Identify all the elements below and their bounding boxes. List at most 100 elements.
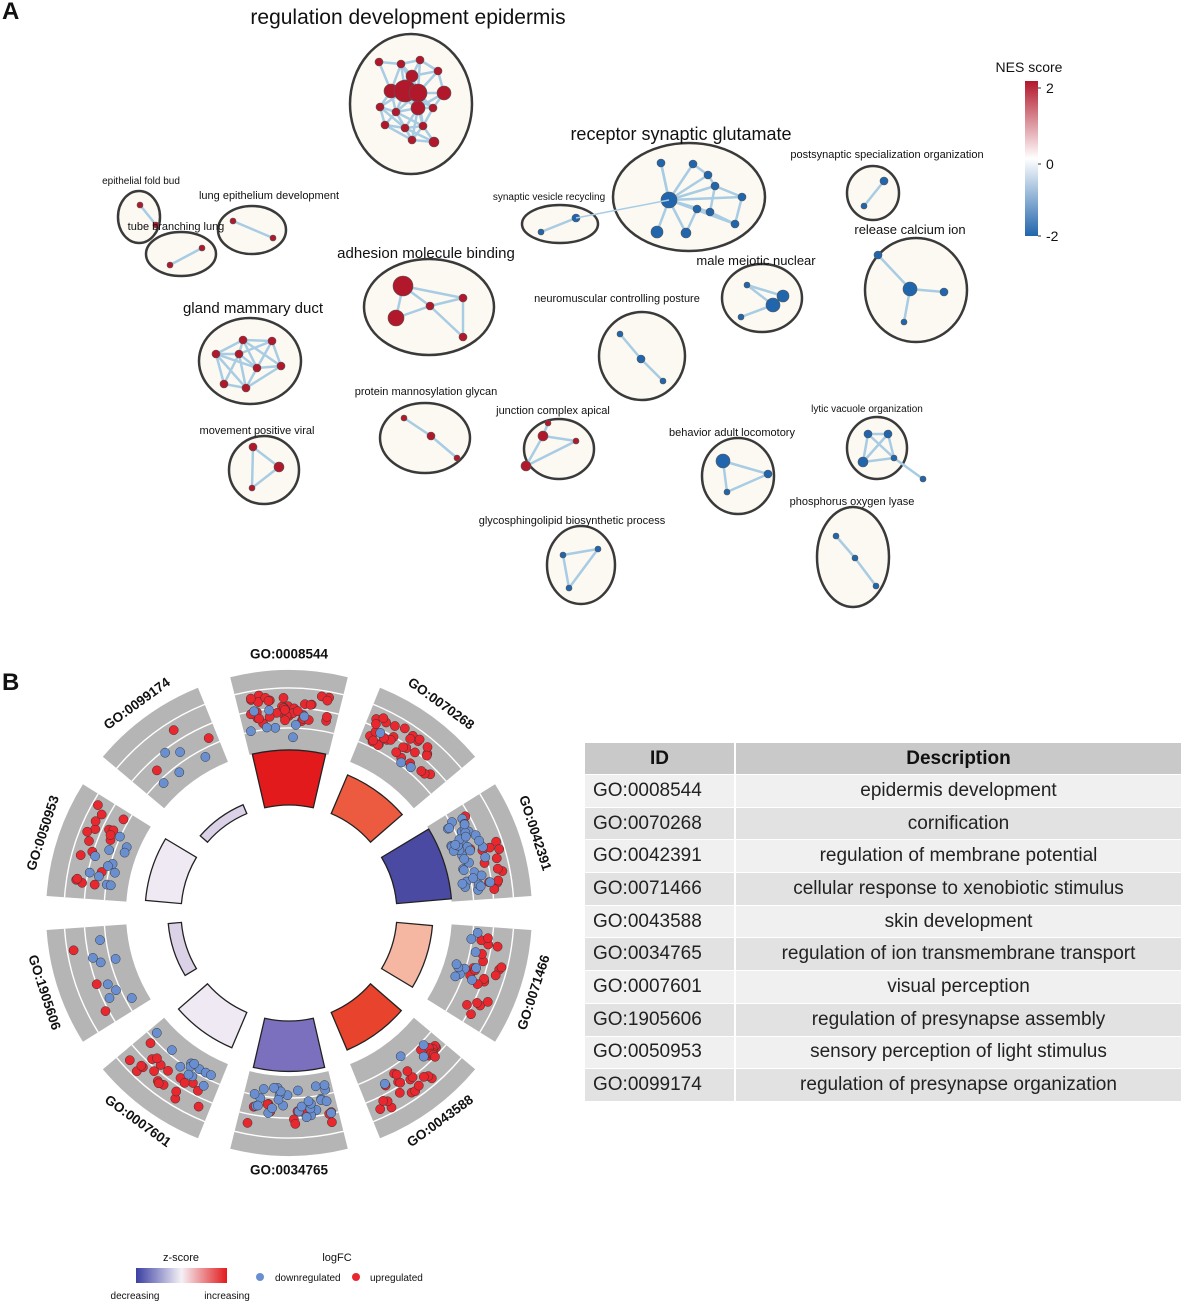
- downregulated-gene-dot: [474, 835, 484, 846]
- network-edge: [139, 204, 157, 226]
- network-edge: [640, 358, 664, 382]
- goplot-segment: GO:0034765: [230, 1017, 348, 1178]
- goplot-segment: GO:0008544: [230, 647, 348, 809]
- downregulated-gene-dot: [273, 1094, 284, 1105]
- scatter-gridline: [146, 740, 220, 795]
- downregulated-gene-dot: [167, 1045, 177, 1055]
- downregulated-gene-dot: [460, 831, 471, 842]
- nes-colorbar: [1025, 81, 1038, 236]
- network-node: [408, 83, 428, 103]
- downregulated-gene-dot: [198, 1080, 209, 1091]
- id-column-header: ID: [585, 743, 736, 775]
- upregulated-gene-dot: [263, 696, 274, 706]
- scatter-gridline: [358, 1031, 432, 1086]
- network-node: [656, 158, 666, 168]
- upregulated-gene-dot: [418, 1072, 429, 1082]
- network-edge: [540, 216, 577, 234]
- network-node: [415, 55, 425, 65]
- upregulated-gene-dot: [375, 1104, 386, 1114]
- upregulated-gene-dot: [398, 742, 409, 753]
- network-node: [832, 532, 840, 540]
- network-edge: [430, 435, 458, 459]
- upregulated-gene-dot: [242, 1118, 253, 1128]
- cluster-label: behavior adult locomotory: [669, 427, 795, 439]
- go-id-cell: GO:1905606: [585, 1002, 736, 1036]
- go-id-cell: GO:0099174: [585, 1068, 736, 1101]
- network-edge: [854, 557, 877, 587]
- scatter-gridline: [63, 793, 99, 898]
- cluster-label: junction complex apical: [495, 405, 610, 417]
- downregulated-gene-dot: [293, 1085, 303, 1096]
- network-node: [400, 414, 408, 422]
- upregulated-gene-dot: [368, 735, 379, 746]
- network-edge: [232, 219, 274, 240]
- upregulated-gene-dot: [254, 713, 264, 724]
- downregulated-gene-dot: [105, 880, 116, 891]
- network-node: [776, 289, 790, 303]
- table-header-row: ID Description: [585, 743, 1181, 775]
- downregulated-gene-dot: [459, 854, 470, 864]
- upregulated-gene-dot: [462, 1000, 472, 1010]
- go-description-cell: cellular response to xenobiotic stimulus: [735, 872, 1181, 906]
- upregulated-gene-dot: [391, 747, 402, 758]
- downregulated-gene-dot: [466, 934, 477, 944]
- network-node: [737, 313, 745, 321]
- network-node: [433, 66, 443, 76]
- upregulated-gene-dot: [395, 1077, 406, 1088]
- downregulated-gene-dot: [174, 767, 185, 778]
- go-description-cell: regulation of ion transmembrane transpor…: [735, 937, 1181, 971]
- downregulated-gene-dot: [175, 747, 185, 757]
- scatter-gridline: [103, 814, 133, 901]
- goplot-segment: GO:1905606: [25, 921, 198, 1042]
- upregulated-gene-dot: [152, 765, 162, 776]
- downregulated-gene-dot: [95, 935, 105, 945]
- upregulated-gene-dot: [405, 734, 416, 744]
- network-edge: [722, 459, 769, 476]
- network-edge: [214, 353, 226, 385]
- network-edge: [384, 123, 413, 142]
- cluster: receptor synaptic glutamate: [570, 124, 792, 253]
- upregulated-gene-dot: [414, 734, 425, 745]
- network-node: [276, 361, 286, 371]
- go-term-label: GO:0008544: [250, 647, 329, 662]
- go-description-cell: cornification: [735, 806, 1181, 840]
- network-node: [883, 429, 893, 439]
- cluster: lytic vacuole organization: [811, 404, 927, 483]
- network-node: [537, 228, 545, 236]
- network-edge: [708, 185, 717, 213]
- upregulated-gene-dot: [492, 941, 503, 952]
- network-node: [410, 100, 426, 116]
- network-edge: [251, 466, 280, 489]
- downregulated-gene-dot: [301, 1112, 312, 1123]
- downregulated-gene-dot: [249, 1089, 260, 1099]
- upregulated-gene-dot: [402, 1066, 413, 1076]
- go-id-cell: GO:0071466: [585, 872, 736, 906]
- network-node: [680, 227, 692, 239]
- downregulated-gene-dot: [468, 873, 478, 883]
- downregulated-gene-dot: [319, 1080, 330, 1090]
- network-node: [659, 377, 667, 385]
- upregulated-gene-dot: [390, 721, 400, 731]
- downregulated-gene-dot: [267, 1103, 277, 1113]
- cluster: male meiotic nuclear: [696, 253, 816, 334]
- downregulated-gene-dot: [175, 1061, 186, 1072]
- upregulated-gene-dot: [472, 998, 482, 1008]
- upregulated-gene-dot: [305, 700, 316, 710]
- network-edge: [862, 433, 889, 463]
- upregulated-gene-dot: [89, 879, 100, 890]
- downregulated-gene-dot: [258, 1084, 269, 1094]
- cluster: gland mammary duct: [183, 300, 324, 406]
- go-description-cell: visual perception: [735, 970, 1181, 1004]
- downregulated-gene-dot: [459, 865, 469, 876]
- downregulated-gene-dot: [151, 1028, 162, 1038]
- network-edge: [733, 196, 744, 225]
- network-edge: [429, 305, 464, 338]
- network-node: [544, 419, 552, 427]
- downregulated-legend-label: downregulated: [275, 1273, 341, 1284]
- upregulated-gene-dot: [279, 705, 290, 715]
- network-node: [616, 330, 624, 338]
